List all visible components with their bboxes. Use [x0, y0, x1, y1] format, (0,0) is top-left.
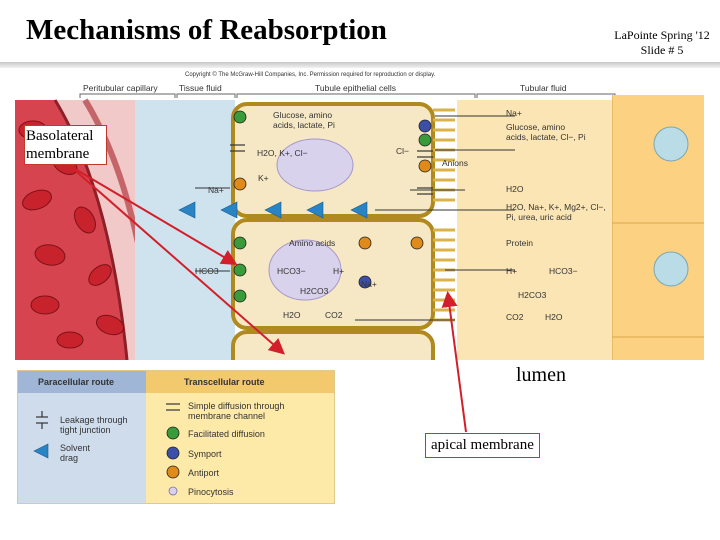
- lumen-label-h2co3: H2CO3: [518, 290, 547, 300]
- course-info: LaPointe Spring '12 Slide # 5: [610, 28, 714, 58]
- lumen-label-mix: H2O, Na+, K+, Mg2+, Cl−,: [506, 202, 606, 212]
- lumen-label-h2o-bottom: H2O: [545, 312, 563, 322]
- cell-label-h2o-cell: H2O: [283, 310, 301, 320]
- cell-label-hco3-left: HCO3−: [195, 266, 224, 276]
- lumen-label-protein: Protein: [506, 238, 533, 248]
- basolateral-membrane-label: Basolateral membrane: [24, 125, 107, 165]
- slide-number: Slide # 5: [640, 43, 684, 57]
- apical-membrane-label: apical membrane: [425, 433, 540, 458]
- lumen-label-co2: CO2: [506, 312, 524, 322]
- cell-label-k: K+: [258, 173, 269, 183]
- cell-label-h-cell: H+: [333, 266, 345, 276]
- cell-label-amino-acids: Amino acids: [289, 238, 336, 248]
- cell-label-glucose-2: acids, lactate, Pi: [273, 120, 335, 130]
- transport-legend: Paracellular route Transcellular route L…: [17, 370, 335, 504]
- cell-label-glucose: Glucose, amino: [273, 110, 333, 120]
- legend-leakage-2: tight junction: [60, 425, 111, 435]
- legend-solvent-drag: Solvent: [60, 443, 91, 453]
- legend-symport: Symport: [188, 449, 222, 459]
- cell-label-h2co3-cell: H2CO3: [300, 286, 329, 296]
- tubule-cell-panel: [611, 95, 704, 360]
- legend-header-paracellular: Paracellular route: [18, 371, 146, 393]
- cell-label-na-left: Na+: [208, 185, 224, 195]
- legend-simple-diffusion: Simple diffusion through: [188, 401, 285, 411]
- legend-simple-diffusion-2: membrane channel: [188, 411, 266, 421]
- lumen-label-hco3: HCO3−: [549, 266, 578, 276]
- course-line: LaPointe Spring '12: [614, 28, 710, 42]
- solvent-drag-icon: [33, 443, 49, 459]
- legend-symbols: [33, 403, 180, 496]
- lumen-label-mix-2: Pi, urea, uric acid: [506, 212, 572, 222]
- cell-label-h2o-k-cl: H2O, K+, Cl−: [257, 148, 308, 158]
- legend-solvent-drag-2: drag: [60, 453, 79, 463]
- lumen-label-glucose: Glucose, amino: [506, 122, 566, 132]
- legend-facilitated-diffusion: Facilitated diffusion: [188, 429, 265, 439]
- cell-label-cl: Cl−: [396, 146, 409, 156]
- copyright-notice: Copyright © The McGraw-Hill Companies, I…: [185, 72, 436, 78]
- header-tubular-fluid: Tubular fluid: [520, 83, 567, 93]
- header-tissue-fluid: Tissue fluid: [179, 83, 222, 93]
- lumen-label-h: H+: [506, 266, 518, 276]
- header-peritubular-capillary: Peritubular capillary: [83, 83, 158, 93]
- legend-header-transcellular: Transcellular route: [146, 371, 334, 393]
- tubule-cell-graphic: [611, 95, 704, 360]
- cell-label-co2-cell: CO2: [325, 310, 343, 320]
- cell-label-hco3-cell: HCO3−: [277, 266, 306, 276]
- legend-pinocytosis: Pinocytosis: [188, 487, 234, 497]
- title-divider: [0, 62, 720, 68]
- slide-title: Mechanisms of Reabsorption: [26, 14, 387, 46]
- reabsorption-figure: Copyright © The McGraw-Hill Companies, I…: [15, 70, 620, 360]
- cell-label-anions: Anions: [442, 158, 468, 168]
- lumen-label: lumen: [516, 364, 566, 386]
- legend-antiport: Antiport: [188, 468, 220, 478]
- lumen-label-h2o: H2O: [506, 184, 524, 194]
- lumen-label-na: Na+: [506, 108, 522, 118]
- legend-leakage: Leakage through: [60, 415, 128, 425]
- lumen-label-glucose-2: acids, lactate, Cl−, Pi: [506, 132, 586, 142]
- cell-label-na-cell: Na+: [361, 279, 377, 289]
- header-tubule-epithelial-cells: Tubule epithelial cells: [315, 83, 396, 93]
